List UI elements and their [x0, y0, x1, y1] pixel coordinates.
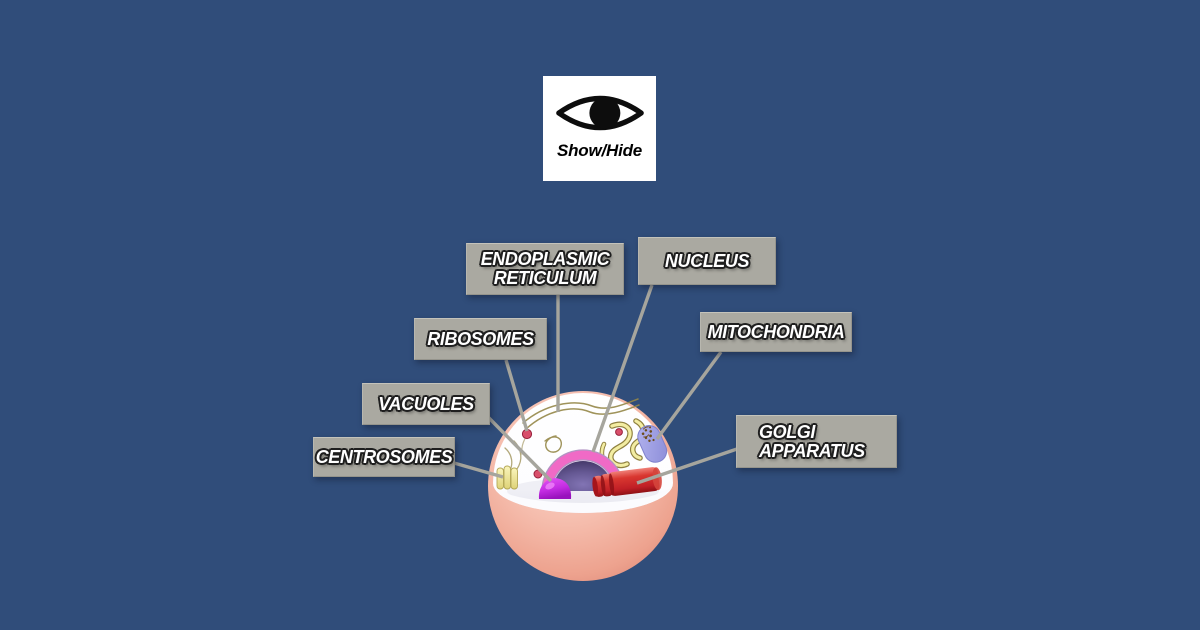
label-ribosomes-text: RIBOSOMES [427, 328, 534, 349]
leader-line-vacuoles [486, 415, 553, 483]
golgi-shape [592, 467, 662, 497]
leader-line-centrosomes [453, 461, 504, 479]
show-hide-button[interactable]: Show/Hide [543, 76, 656, 181]
label-mitochondria-text: MITOCHONDRIA [707, 321, 845, 342]
leader-line-golgi-apparatus [636, 447, 738, 485]
cut-floor-lip [493, 483, 673, 513]
label-centrosomes-text: CENTROSOMES [315, 446, 453, 467]
leader-line-ribosomes [504, 359, 529, 432]
leader-line-mitochondria [655, 350, 723, 441]
vacuole-shape [538, 478, 572, 499]
ribosome-dots [521, 428, 623, 479]
eye-icon [555, 95, 644, 131]
label-endoplasmic-reticulum: ENDOPLASMIC RETICULUM [466, 243, 624, 295]
label-nucleus-text: NUCLEUS [664, 250, 750, 271]
label-golgi-apparatus: GOLGI APPARATUS [736, 415, 897, 468]
label-endoplasmic-reticulum-text: ENDOPLASMIC RETICULUM [480, 249, 610, 288]
label-centrosomes: CENTROSOMES [313, 437, 455, 477]
show-hide-label: Show/Hide [556, 141, 643, 160]
er-squiggles [504, 398, 647, 473]
label-vacuoles-text: VACUOLES [378, 393, 474, 414]
label-mitochondria: MITOCHONDRIA [700, 312, 852, 352]
label-vacuoles: VACUOLES [362, 383, 490, 425]
label-nucleus: NUCLEUS [638, 237, 776, 285]
label-ribosomes: RIBOSOMES [414, 318, 547, 360]
centrosome-shape [496, 465, 518, 490]
label-golgi-apparatus-text: GOLGI APPARATUS [759, 421, 865, 461]
leader-line-nucleus [591, 284, 654, 453]
